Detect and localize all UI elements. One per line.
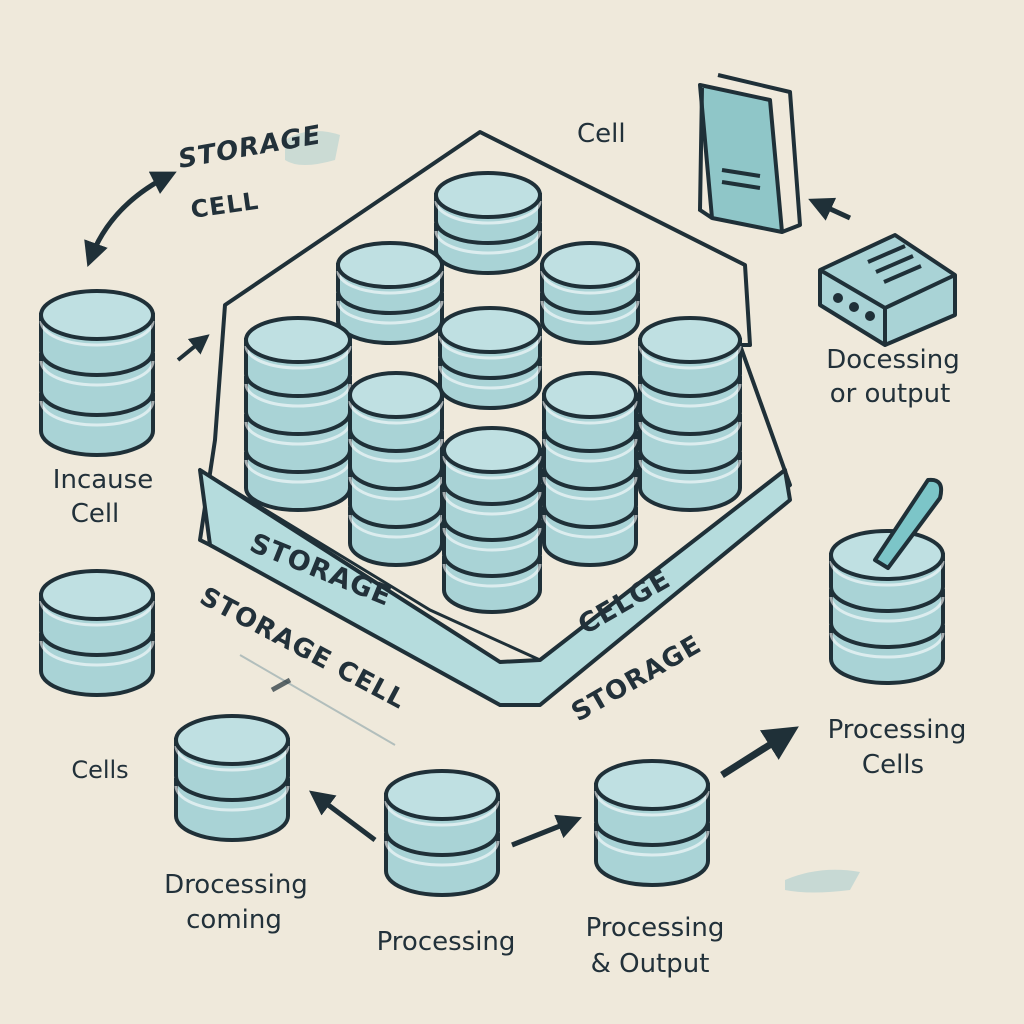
label-cells: Cells: [71, 756, 128, 784]
brush-smudge: [285, 131, 340, 165]
brush-smudge: [785, 869, 860, 893]
cylinder-top: [384, 769, 500, 821]
pen-icon: [873, 477, 944, 570]
cylinder-stack-increase: [39, 289, 155, 457]
double-arrow-icon: [84, 171, 177, 268]
cylinder-back-right: [540, 241, 640, 345]
cylinder-front-center: [442, 426, 542, 614]
cylinder-front-left: [348, 371, 444, 567]
cylinder-top: [442, 426, 542, 474]
cylinder-stack-processing-cells: [829, 529, 945, 685]
sketch-line: [239, 654, 396, 746]
label-processing-cells-line2: Cells: [862, 750, 924, 780]
arrow-to-tray: [176, 334, 210, 362]
cylinder-left-tall: [244, 316, 352, 512]
cylinder-back-left: [336, 241, 444, 345]
arrow-to-right-stack: [511, 814, 582, 848]
cylinder-top: [638, 316, 742, 364]
label-cell-top-left: CELL: [189, 187, 261, 224]
arrow-to-left-stack: [309, 790, 377, 842]
label-drocessing-line1: Drocessing: [164, 870, 308, 900]
cylinder-top: [434, 171, 542, 219]
cylinder-back-top: [434, 171, 542, 275]
cylinder-top: [39, 289, 155, 341]
cylinder-top: [336, 241, 444, 289]
label-increase-line2: Cell: [71, 499, 120, 529]
arrow-to-processing-cells: [720, 726, 799, 778]
label-processing: Processing: [377, 927, 516, 957]
label-processing-cells-line1: Processing: [828, 715, 967, 745]
label-processing-output-line2: & Output: [591, 949, 710, 979]
document-icon: [697, 73, 802, 234]
cylinder-stack-processing: [384, 769, 500, 897]
cylinder-top: [244, 316, 352, 364]
label-storage-top: STORAGE: [176, 120, 324, 175]
cylinder-top: [594, 759, 710, 811]
cylinder-stack-cells: [39, 569, 155, 697]
cylinder-stack-output: [594, 759, 710, 887]
label-docessing-line2: or output: [830, 379, 951, 409]
label-processing-output-line1: Processing: [586, 913, 725, 943]
label-drocessing-line2: coming: [186, 905, 282, 935]
cylinder-top: [39, 569, 155, 621]
arrow-to-document: [808, 197, 852, 221]
cylinder-top: [542, 371, 638, 419]
cylinder-center: [438, 306, 542, 410]
cylinder-stack-drocessing: [174, 714, 290, 842]
sketch-line: [270, 677, 292, 693]
cylinder-front-right: [542, 371, 638, 567]
label-cell-top-center: Cell: [577, 119, 626, 149]
storage-tray: [198, 130, 792, 707]
cylinder-top: [174, 714, 290, 766]
cylinder-top: [540, 241, 640, 289]
cylinder-group: [39, 171, 945, 897]
cylinder-top: [348, 371, 444, 419]
label-increase-line1: Incause: [53, 465, 153, 495]
label-docessing-line1: Docessing: [826, 345, 960, 375]
cylinder-right-tall: [638, 316, 742, 512]
device-icon: [818, 233, 957, 347]
cylinder-top: [438, 306, 542, 354]
